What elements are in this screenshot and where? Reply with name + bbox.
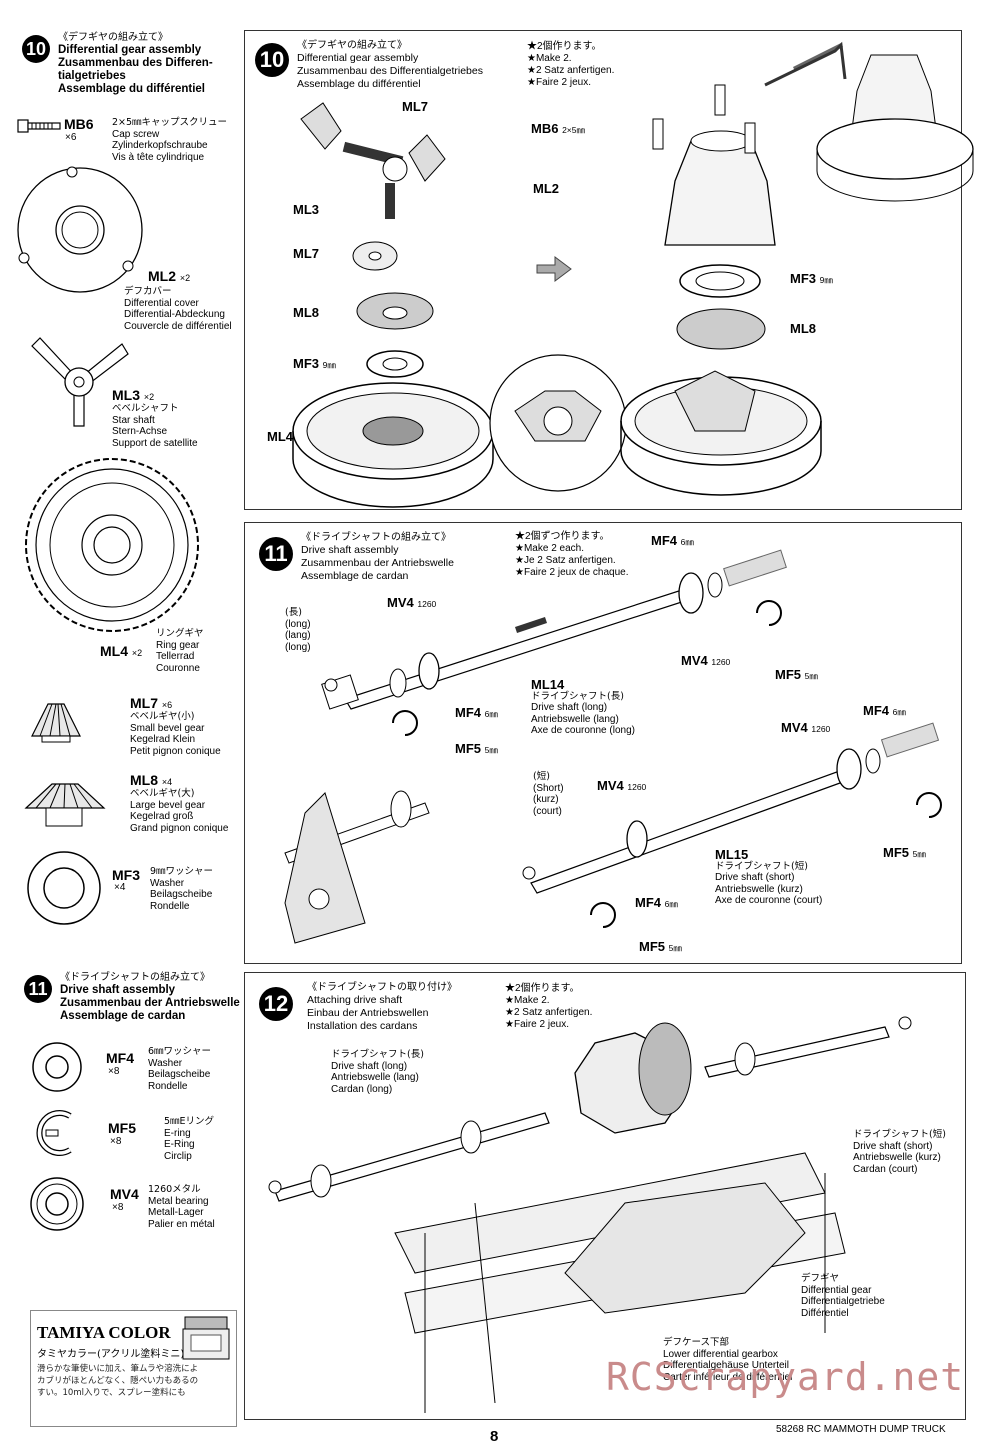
label-mf4-long-left: MF4 6㎜: [455, 705, 498, 720]
part-mb6-qty: ×6: [65, 132, 77, 143]
label-ml2: ML2: [533, 181, 559, 196]
label-ml8-right: ML8: [790, 321, 816, 336]
tamiya-color-subtitle: タミヤカラー(アクリル塗料ミニ): [37, 1349, 185, 1360]
label-mf5-long-left: MF5 5㎜: [455, 741, 498, 756]
tamiya-color-title: TAMIYA COLOR: [37, 1323, 171, 1342]
step-10-heading: 《デフギヤの組み立て》 Differential gear assembly Z…: [58, 32, 213, 95]
label-mv4-long-left: MV4 1260: [387, 595, 437, 610]
part-mf4-code: MF4: [106, 1050, 134, 1066]
differential-cover-icon: [17, 166, 143, 293]
label-ml3: ML3: [293, 202, 319, 217]
label-mf5-long-right: MF5 5㎜: [775, 667, 818, 682]
part-ml8-code: ML8 ×4: [130, 772, 173, 788]
step-10-panel: 10 《デフギヤの組み立て》 Differential gear assembl…: [244, 30, 974, 510]
part-ml7-desc: ベベルギヤ(小) Small bevel gear Kegelrad Klein…: [130, 711, 221, 757]
label-mb6: MB6 2×5㎜: [531, 121, 585, 136]
label-mf4-short-left: MF4 6㎜: [635, 895, 678, 910]
step-11-heading: 《ドライブシャフトの組み立て》 Drive shaft assembly Zus…: [60, 972, 240, 1022]
label-mf3-right: MF3 9㎜: [790, 271, 833, 286]
part-mf3-code: MF3: [112, 867, 140, 883]
label-ml8: ML8: [293, 305, 319, 320]
label-ml4: ML4: [267, 429, 293, 444]
page-number: 8: [490, 1428, 499, 1445]
label-mf4-long-right: MF4 6㎜: [651, 533, 694, 548]
part-mf5-code: MF5: [108, 1120, 136, 1136]
ring-gear-icon: [25, 458, 199, 632]
washer-icon: [27, 851, 101, 925]
label-mf5-short-right: MF5 5㎜: [883, 845, 926, 860]
watermark: RCScrapyard.net: [606, 1355, 965, 1399]
paint-jar-icon: [182, 1316, 230, 1360]
part-mf5-qty: ×8: [110, 1136, 122, 1147]
part-mf4-qty: ×8: [108, 1066, 120, 1077]
part-mf4-desc: 6㎜ワッシャー Washer Beilagscheibe Rondelle: [148, 1046, 212, 1092]
part-ml2-code: ML2 ×2: [148, 268, 191, 284]
panel-10-badge: 10: [255, 43, 289, 77]
label-mf3: MF3 9㎜: [293, 356, 336, 371]
tamiya-color-box: TAMIYA COLOR タミヤカラー(アクリル塗料ミニ) 滑らかな筆使いに加え…: [30, 1310, 237, 1427]
panel-12-notes: ★2個作ります。 ★Make 2. ★2 Satz anfertigen. ★F…: [505, 983, 593, 1030]
panel-11-diagram: [284, 549, 942, 944]
step-10-badge: 10: [22, 35, 50, 63]
panel-12-badge: 12: [259, 987, 293, 1021]
label-ml7-top: ML7: [402, 99, 428, 114]
ml14-desc: ML14 ドライブシャフト(長) Drive shaft (long) Antr…: [531, 677, 635, 736]
diff-gear-desc: デフギヤ Differential gear Differentialgetri…: [801, 1273, 885, 1319]
part-ml2-desc: デフカバー Differential cover Differential-Ab…: [124, 286, 232, 332]
part-mf3-qty: ×4: [114, 882, 126, 893]
footer-model: 58268 RC MAMMOTH DUMP TRUCK: [776, 1424, 946, 1435]
label-mf5-short-left: MF5 5㎜: [639, 939, 682, 954]
star-shaft-icon: [31, 337, 129, 427]
part-ml7-code: ML7 ×6: [130, 695, 173, 711]
long-tag: (長) (long) (lang) (long): [285, 607, 311, 653]
part-mv4-code: MV4: [110, 1186, 139, 1202]
part-ml3-code: ML3 ×2: [112, 387, 155, 403]
long-shaft-desc: ドライブシャフト(長) Drive shaft (long) Antriebsw…: [331, 1049, 424, 1095]
step-11-panel: 11 《ドライブシャフトの組み立て》 Drive shaft assembly …: [244, 522, 962, 964]
washer-6mm-icon: [32, 1042, 82, 1092]
panel-10-heading: 《デフギヤの組み立て》 Differential gear assembly Z…: [297, 40, 483, 90]
short-tag: (短) (Short) (kurz) (court): [533, 771, 564, 817]
label-mf4-short-right: MF4 6㎜: [863, 703, 906, 718]
part-ml4-desc: リングギヤ Ring gear Tellerrad Couronne: [156, 628, 204, 674]
part-mb6-desc: 2×5㎜キャップスクリュー Cap screw Zylinderkopfschr…: [112, 117, 228, 163]
panel-12-diagram: [268, 1016, 912, 1413]
label-ml7-lower: ML7: [293, 246, 319, 261]
step-12-panel: 12 《ドライブシャフトの取り付け》 Attaching drive shaft…: [244, 972, 966, 1420]
step-11-badge: 11: [24, 975, 52, 1003]
panel-11-heading: 《ドライブシャフトの組み立て》 Drive shaft assembly Zus…: [301, 532, 454, 582]
part-mb6-code: MB6: [64, 116, 94, 132]
panel-11-badge: 11: [259, 537, 293, 571]
e-ring-icon: [36, 1110, 72, 1156]
part-ml4-code: ML4 ×2: [100, 643, 143, 659]
label-mv4-short-right: MV4 1260: [781, 720, 831, 735]
panel-10-notes: ★2個作ります。 ★Make 2. ★2 Satz anfertigen. ★F…: [527, 41, 615, 88]
metal-bearing-icon: [30, 1177, 84, 1231]
ml15-desc: ML15 ドライブシャフト(短) Drive shaft (short) Ant…: [715, 847, 823, 906]
part-mv4-qty: ×8: [112, 1202, 124, 1213]
panel-11-notes: ★2個ずつ作ります。 ★Make 2 each. ★Je 2 Satz anfe…: [515, 531, 629, 578]
lower-gearbox-desc: デフケース下部 Lower differential gearbox Diffe…: [663, 1337, 793, 1383]
short-shaft-desc: ドライブシャフト(短) Drive shaft (short) Antriebs…: [853, 1129, 946, 1175]
part-mv4-desc: 1260メタル Metal bearing Metall-Lager Palie…: [148, 1184, 215, 1230]
large-bevel-gear-icon: [24, 783, 106, 827]
part-ml3-desc: ベベルシャフト Star shaft Stern-Achse Support d…: [112, 403, 198, 449]
label-mv4-long-right: MV4 1260: [681, 653, 731, 668]
panel-10-diagram: [292, 41, 974, 508]
label-mv4-short-left: MV4 1260: [597, 778, 647, 793]
part-mf5-desc: 5㎜Eリング E-ring E-Ring Circlip: [164, 1116, 215, 1162]
cap-screw-icon: [17, 119, 61, 133]
tamiya-color-body: 滑らかな筆使いに加え、筆ムラや溶洗によ カブリがほとんどなく、隠ぺい力もあるの …: [37, 1364, 199, 1398]
small-bevel-gear-icon: [31, 703, 81, 743]
part-ml8-desc: ベベルギヤ(大) Large bevel gear Kegelrad groß …: [130, 788, 229, 834]
part-mf3-desc: 9㎜ワッシャー Washer Beilagscheibe Rondelle: [150, 866, 214, 912]
panel-12-heading: 《ドライブシャフトの取り付け》 Attaching drive shaft Ei…: [307, 982, 457, 1032]
